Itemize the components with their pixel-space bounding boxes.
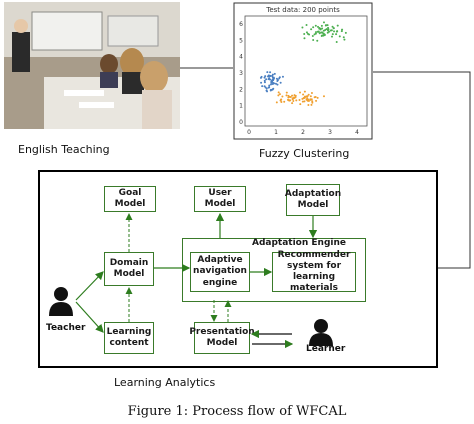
figure-caption: Figure 1: Process flow of WFCAL — [0, 404, 474, 419]
learning-analytics-label: Learning Analytics — [114, 376, 215, 389]
